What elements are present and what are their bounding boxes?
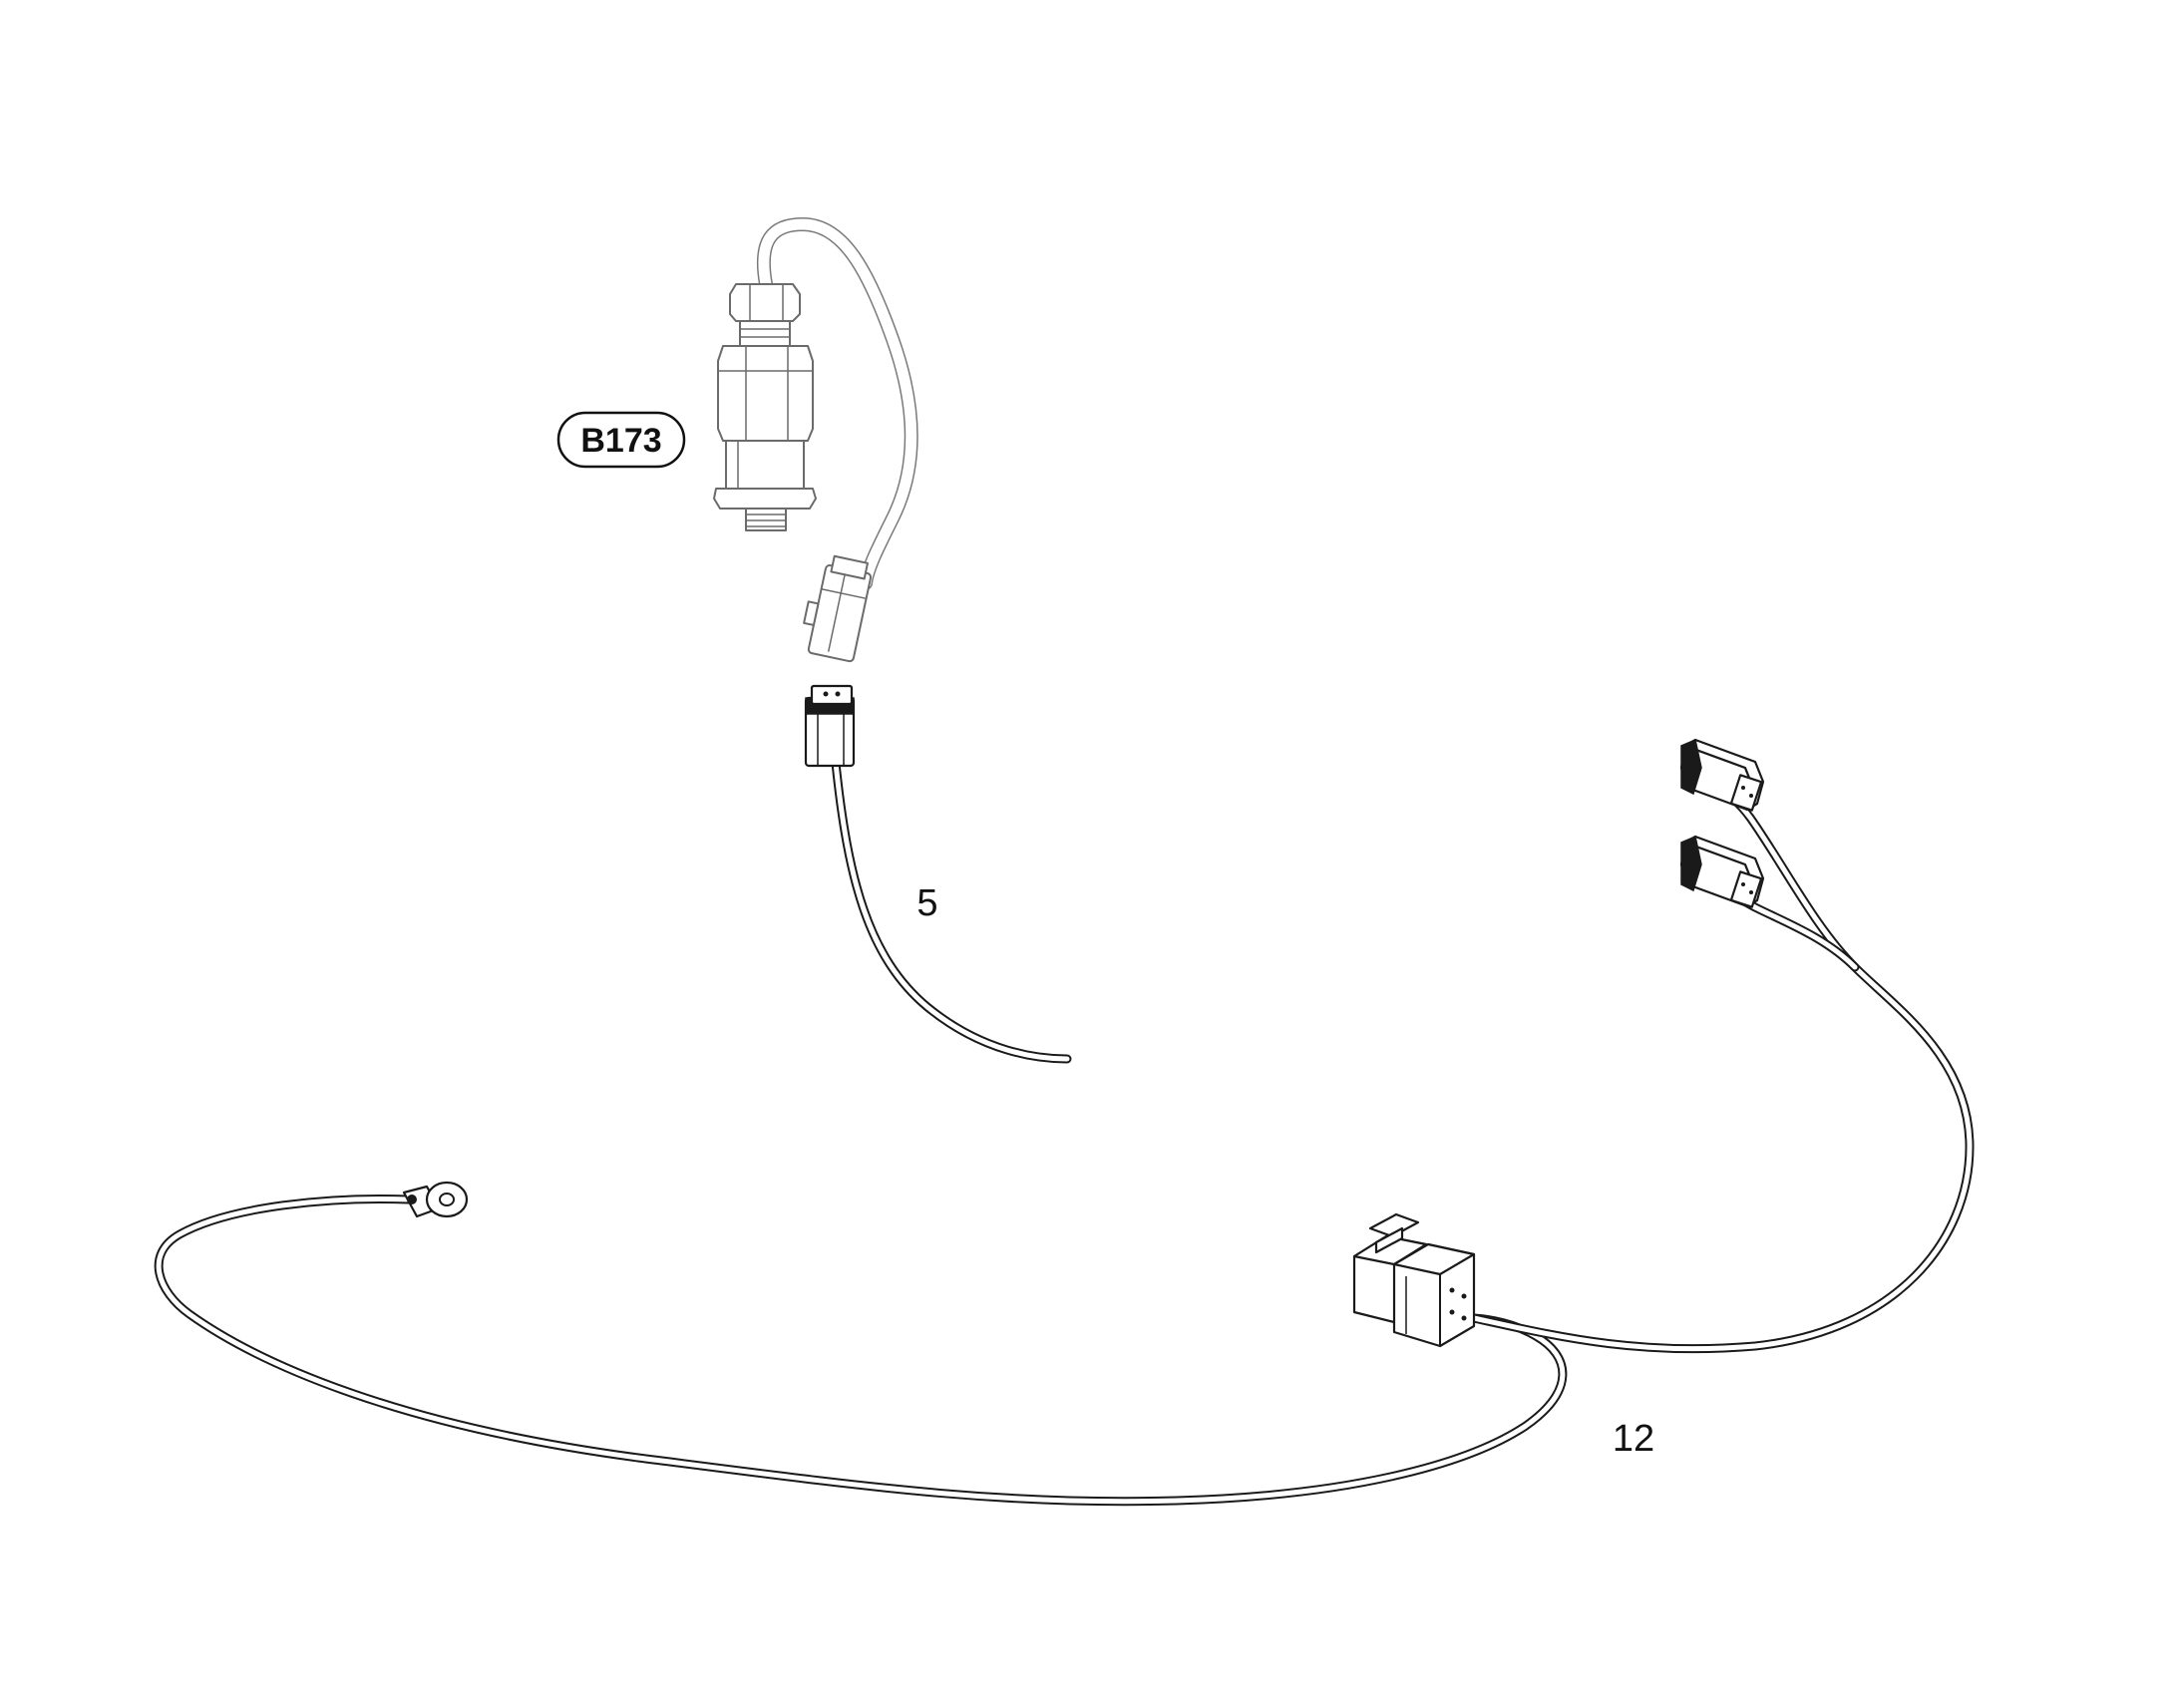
harness-5-connector[interactable] xyxy=(804,684,856,768)
ring-terminal[interactable] xyxy=(402,1181,469,1218)
sensor-hex-body xyxy=(717,345,814,442)
branch-connector-upper[interactable] xyxy=(1679,738,1765,812)
item-number-12: 12 xyxy=(1613,1418,1654,1460)
sensor-connector[interactable] xyxy=(798,552,874,663)
item-number-5: 5 xyxy=(916,882,937,924)
callout-code: B173 xyxy=(580,422,661,460)
branch-connector-lower[interactable] xyxy=(1679,835,1765,908)
harness-5-wire xyxy=(831,758,1072,1064)
sensor-top-nut xyxy=(729,283,801,322)
ground-wire xyxy=(154,1194,1568,1507)
y-harness[interactable] xyxy=(154,738,1975,1507)
main-connector[interactable] xyxy=(1352,1212,1476,1348)
callout-pill xyxy=(556,411,686,469)
pressure-sensor[interactable] xyxy=(713,216,918,663)
sensor-harness[interactable] xyxy=(804,684,1072,1064)
sensor-callout: B173 xyxy=(556,411,686,469)
